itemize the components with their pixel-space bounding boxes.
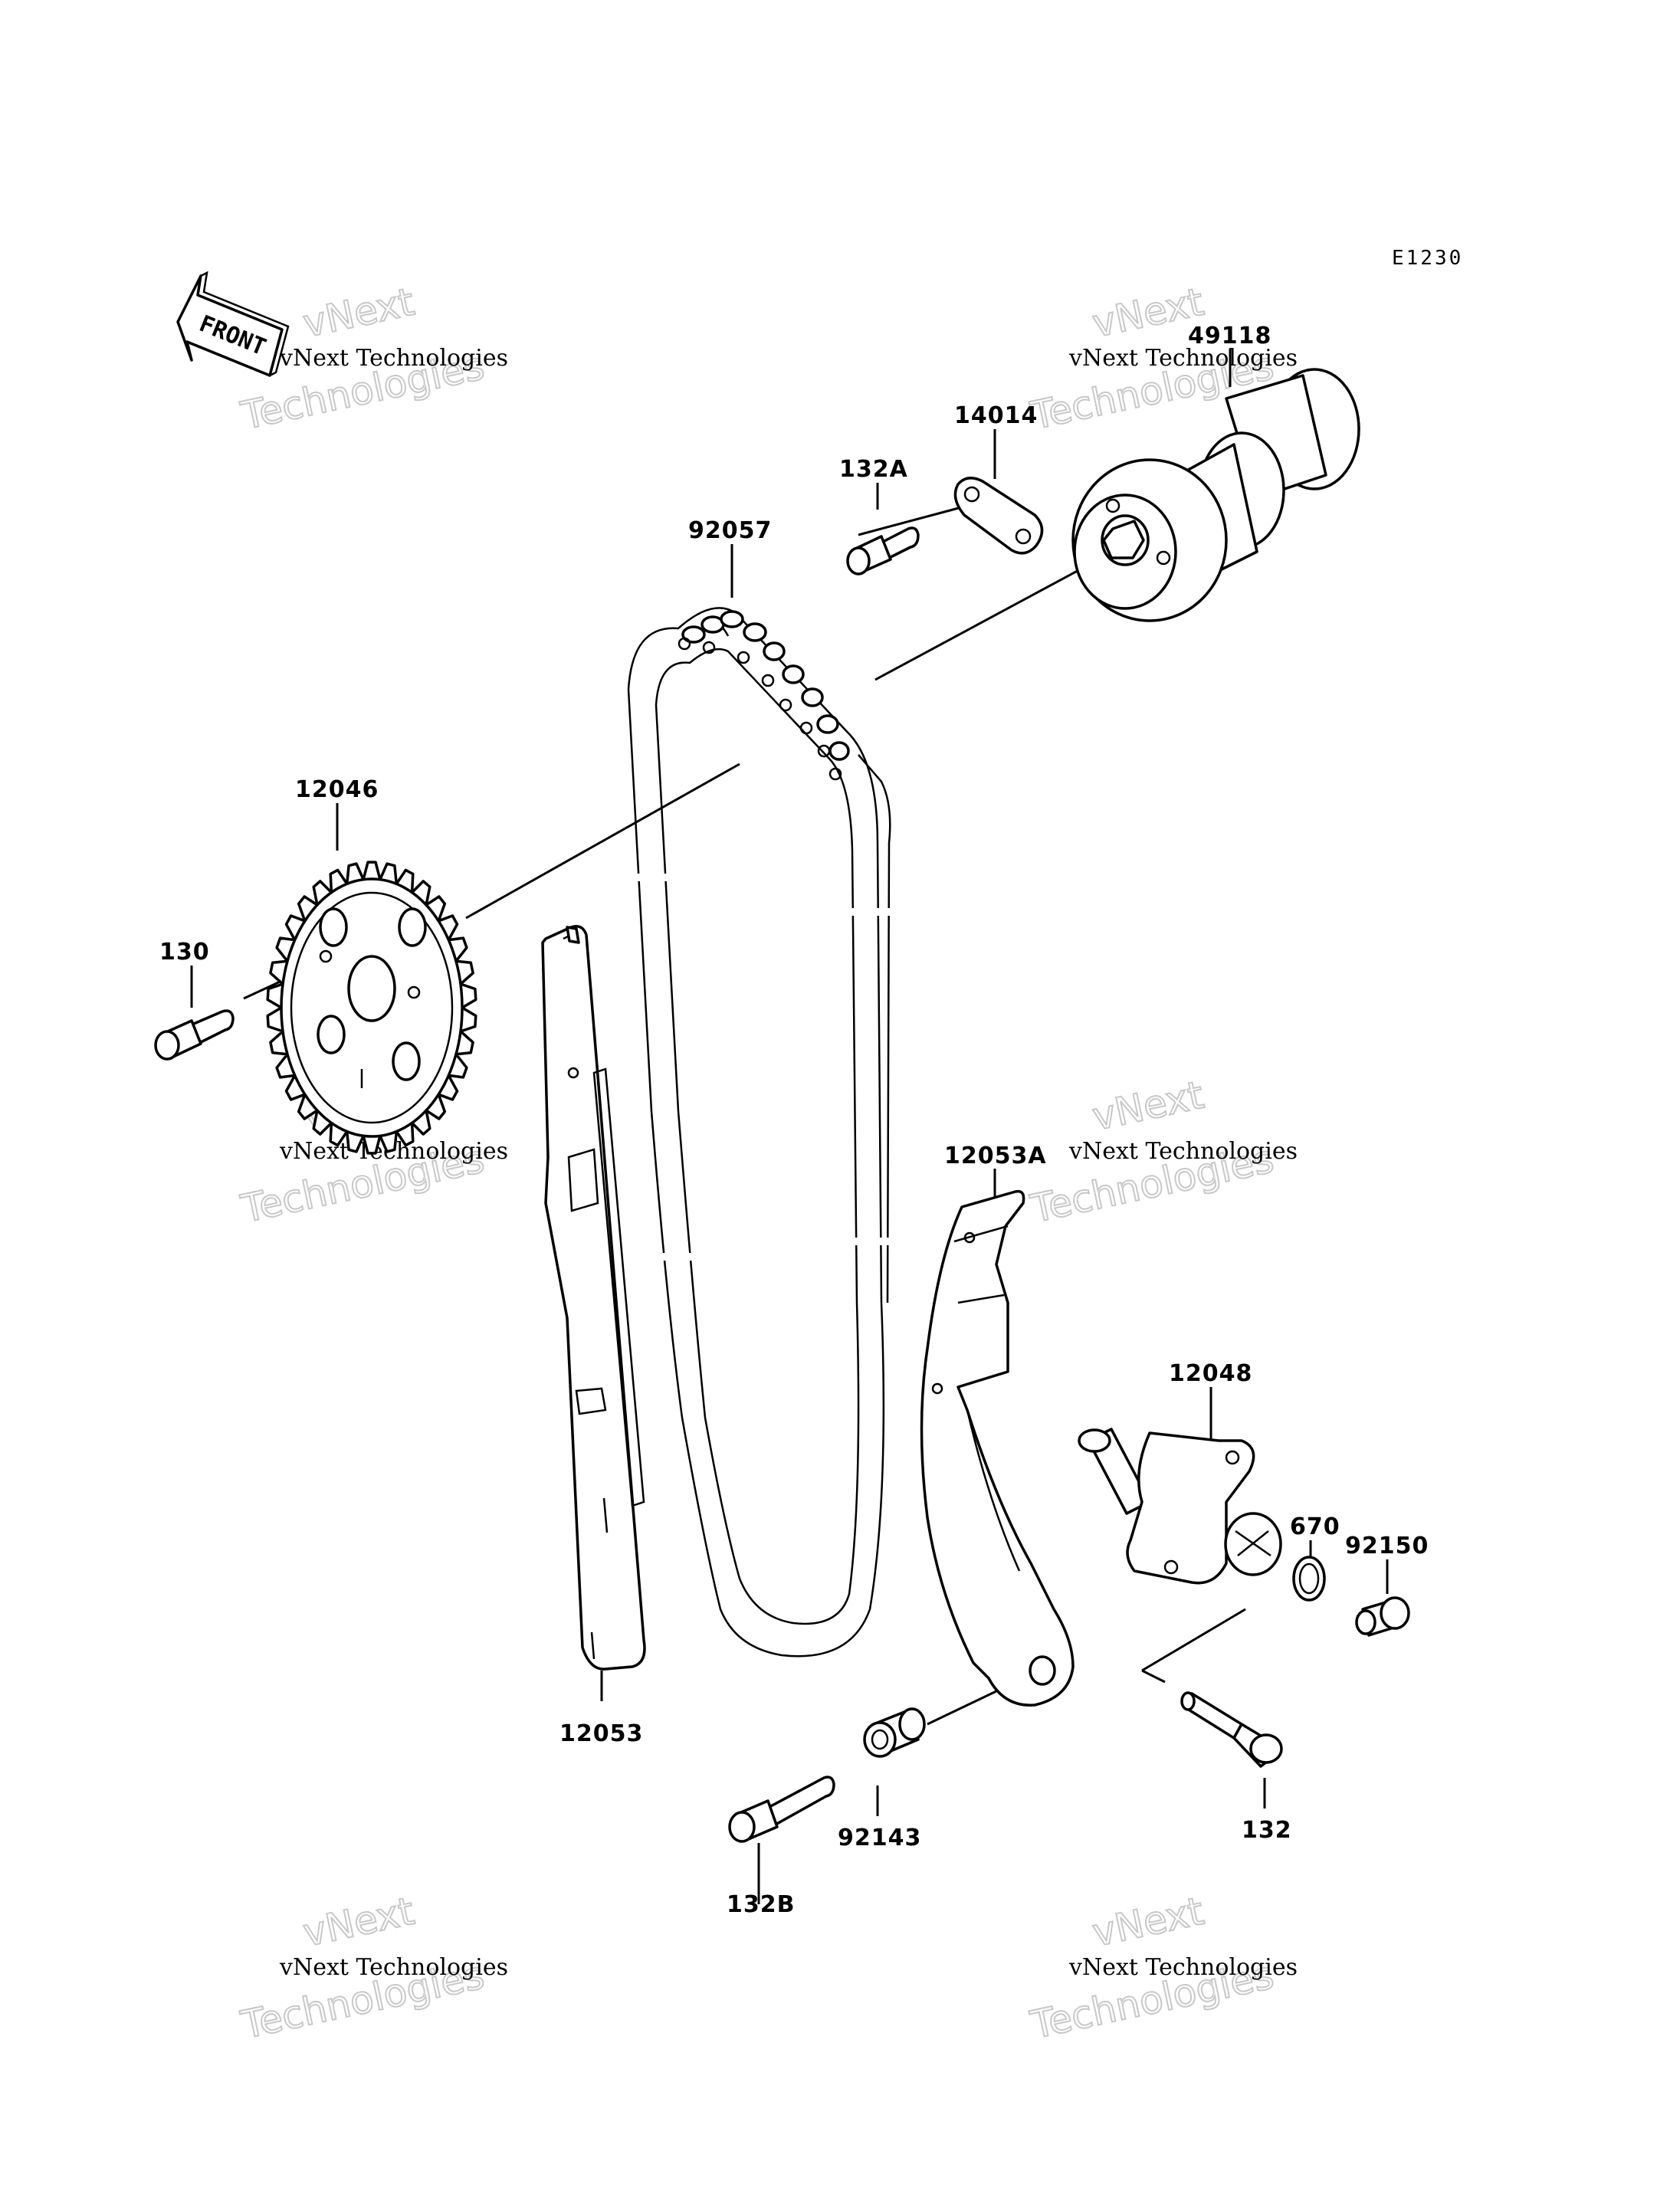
label-132a: 132A <box>839 456 908 483</box>
label-12053: 12053 <box>559 1720 643 1747</box>
svg-text:vNext Technologies: vNext Technologies <box>279 345 508 372</box>
watermark-bottom-right: vNext Technologies vNext Technologies <box>1025 1888 1298 2048</box>
bolt-132-part <box>1180 1691 1283 1768</box>
label-14014: 14014 <box>954 402 1038 429</box>
label-132b: 132B <box>727 1891 796 1918</box>
label-12048: 12048 <box>1169 1360 1252 1387</box>
svg-text:vNext Technologies: vNext Technologies <box>1068 1138 1298 1165</box>
svg-text:vNext Technologies: vNext Technologies <box>279 1954 508 1981</box>
watermark-mid-right: vNext Technologies vNext Technologies <box>1025 1072 1298 1232</box>
label-49118: 49118 <box>1188 323 1271 349</box>
bolt-132b-part <box>728 1776 835 1843</box>
watermark-top-left: vNext Technologies vNext Technologies <box>236 279 508 439</box>
part-labels: 49118 14014 132A 92057 12046 130 12053A … <box>159 323 1429 1918</box>
camshaft-plate-part <box>953 477 1044 555</box>
label-92143: 92143 <box>838 1825 921 1851</box>
label-12053a: 12053A <box>944 1143 1047 1169</box>
cam-sprocket-part <box>266 861 477 1155</box>
svg-text:vNext: vNext <box>299 280 418 346</box>
bolt-92150-part <box>1355 1596 1410 1637</box>
label-130: 130 <box>159 939 210 966</box>
svg-text:vNext Technologies: vNext Technologies <box>1068 1954 1298 1981</box>
svg-text:vNext Technologies: vNext Technologies <box>1068 345 1298 372</box>
front-arrow-icon: FRONT <box>176 271 290 377</box>
chain-guide-part <box>541 925 646 1671</box>
leader-lines <box>190 349 1389 1904</box>
bolt-130-part <box>154 1009 235 1061</box>
timing-chain-part <box>622 607 897 1658</box>
svg-text:vNext: vNext <box>1088 1889 1207 1956</box>
label-92150: 92150 <box>1345 1533 1429 1559</box>
svg-text:vNext: vNext <box>1088 1073 1207 1139</box>
bolt-132a-part <box>846 526 920 575</box>
label-92057: 92057 <box>688 517 772 544</box>
tensioner-guide-part <box>920 1189 1075 1707</box>
label-670: 670 <box>1290 1513 1340 1540</box>
label-132: 132 <box>1242 1817 1292 1844</box>
camshaft-part <box>1071 368 1360 622</box>
collar-92143-part <box>863 1707 926 1758</box>
chain-tensioner-part <box>1078 1428 1282 1585</box>
o-ring-part <box>1292 1556 1326 1602</box>
svg-text:vNext: vNext <box>299 1889 418 1956</box>
label-12046: 12046 <box>295 776 379 803</box>
diagram-code: E1230 <box>1392 247 1463 270</box>
watermark-bottom-left: vNext Technologies vNext Technologies <box>236 1888 508 2048</box>
